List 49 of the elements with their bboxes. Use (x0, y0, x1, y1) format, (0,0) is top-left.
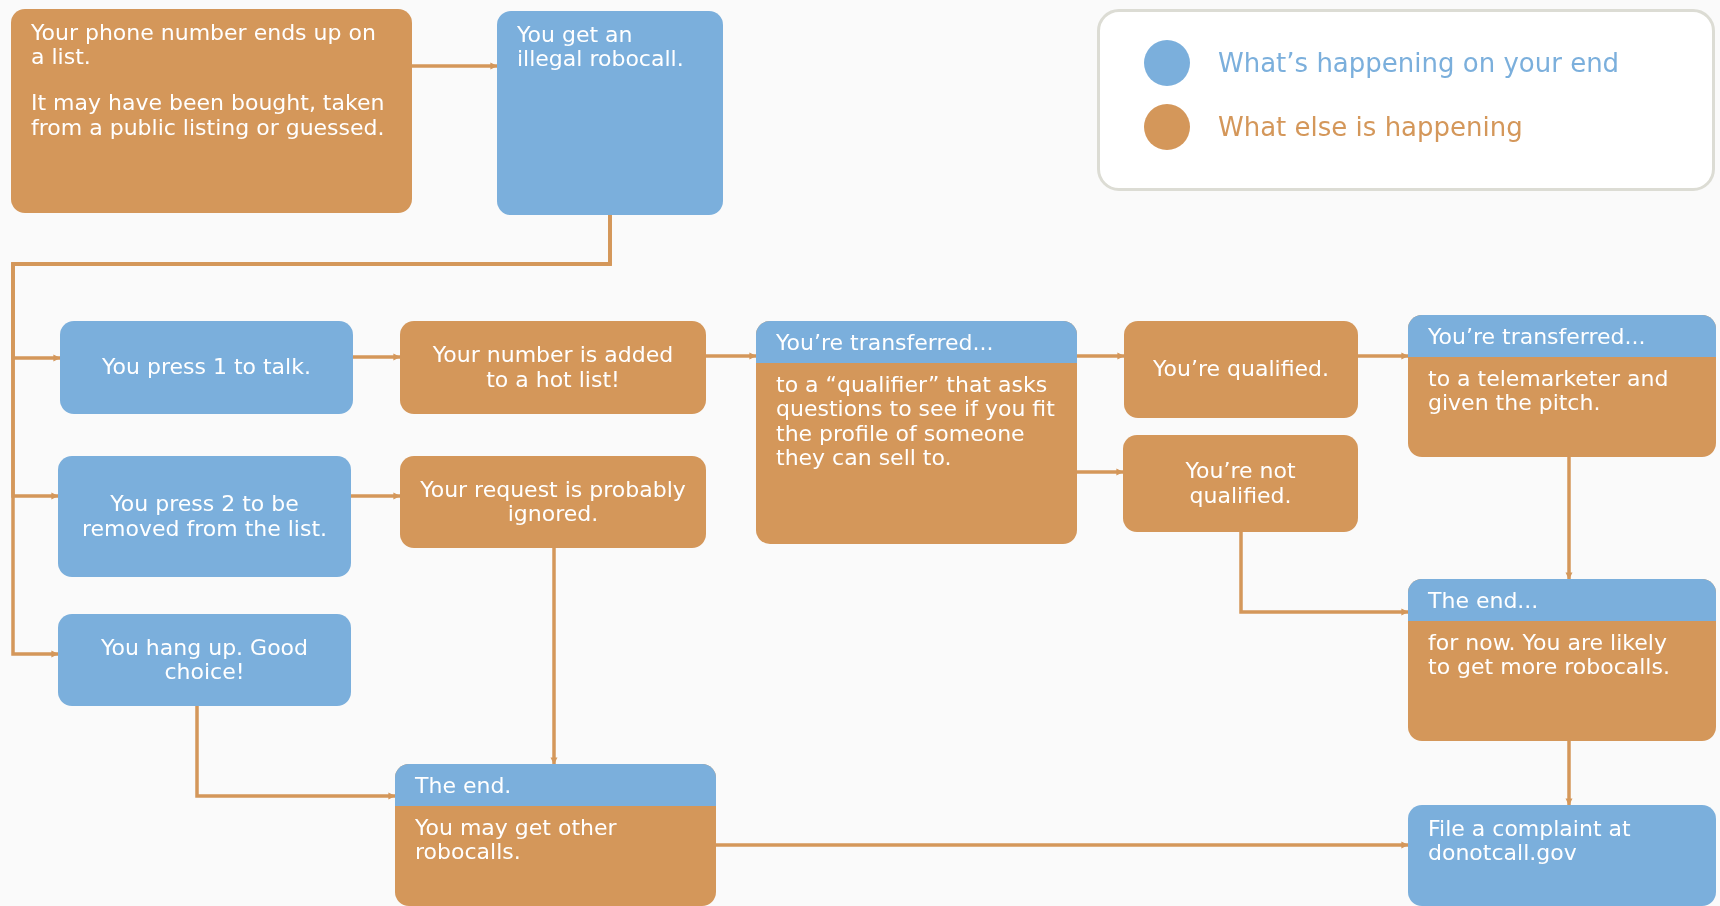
split-card (1408, 315, 1716, 457)
box-text: Your request is probably ignored. (420, 477, 686, 527)
split-card (756, 321, 1077, 544)
process-box (400, 456, 706, 548)
split-card (395, 764, 716, 906)
arrow (11, 215, 612, 658)
box-text: Your phone number ends up on a list. (31, 21, 377, 70)
box-text: You’re not qualified. (1184, 459, 1297, 508)
arrow (1565, 457, 1573, 580)
arrow (550, 548, 558, 765)
box-text: File a complaint at donotcall.gov (1428, 817, 1632, 866)
card-header: You’re transferred... (756, 321, 1077, 364)
legend-text: What’s happening on your end (1218, 48, 1620, 78)
process-box (1123, 435, 1358, 532)
card-text: You may get other robocalls. (414, 814, 618, 867)
process-box (58, 614, 351, 706)
process-box (58, 456, 351, 577)
process-box (497, 11, 723, 215)
arrow (716, 841, 1409, 849)
arrow (1077, 468, 1124, 476)
process-box (400, 321, 706, 414)
arrow (195, 706, 396, 800)
card-text: for now. You are likely to get more robocalls. (1427, 629, 1671, 682)
card-header: The end. (395, 764, 716, 807)
box-text: You get an illegal robocall. (517, 23, 685, 72)
arrow (351, 492, 401, 500)
arrow (1358, 352, 1409, 360)
arrow (1565, 741, 1573, 806)
arrow (1077, 352, 1125, 360)
legend-text: What else is happening (1218, 112, 1523, 142)
box-text: It may have been bought, taken from a public listing or guessed. (31, 91, 386, 140)
box-text: Your number is added to a hot list! (431, 343, 675, 392)
box-text: You press 2 to be removed from the list. (80, 492, 329, 541)
process-box (1408, 805, 1716, 906)
process-box (11, 9, 412, 213)
arrow (353, 353, 401, 361)
arrow (706, 352, 757, 360)
split-card (1408, 579, 1716, 741)
card-text: to a “qualifier” that asks questions to see if you fit the profile of someone they can sell to. (775, 371, 1056, 472)
card-text: to a telemarketer and given the pitch. (1427, 365, 1670, 418)
process-box (60, 321, 353, 414)
card-header: The end... (1408, 579, 1716, 622)
arrow (1239, 532, 1409, 616)
box-text: You hang up. Good choice! (99, 635, 310, 685)
box-text: You press 1 to talk. (101, 355, 312, 380)
card-header: You’re transferred... (1408, 315, 1716, 358)
arrow (412, 62, 498, 70)
box-text: You’re qualified. (1152, 357, 1330, 382)
process-box (1124, 321, 1358, 418)
